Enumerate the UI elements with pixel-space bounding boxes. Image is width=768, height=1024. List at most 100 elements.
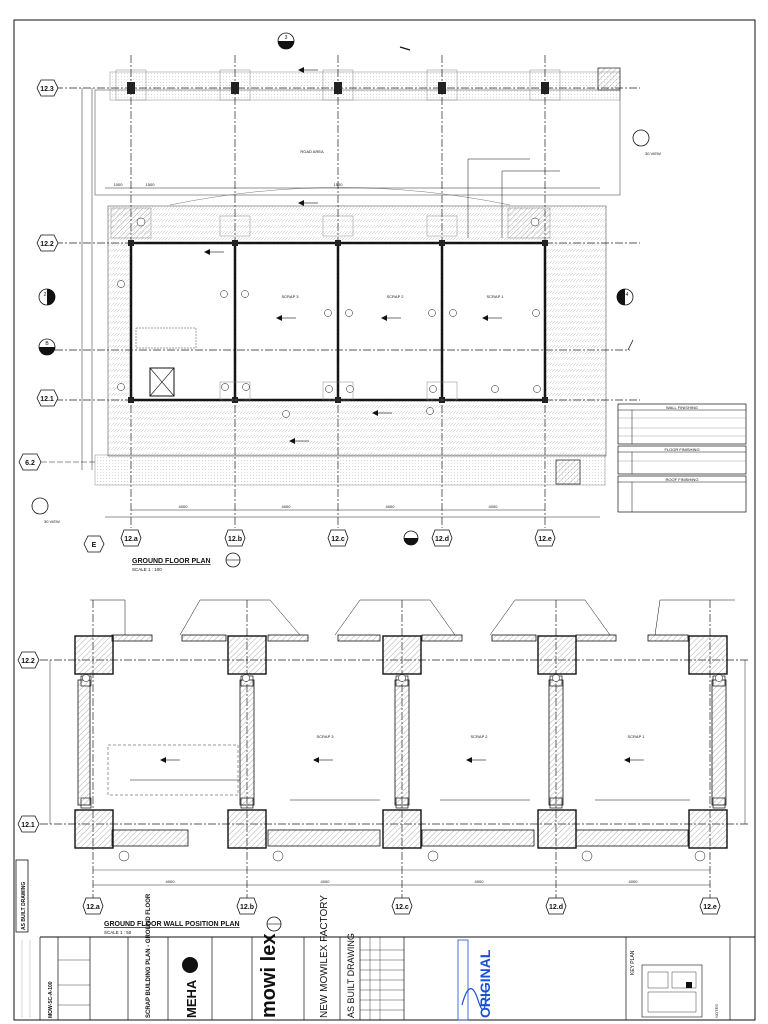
wall-plan-tags [82,674,723,862]
svg-text:30 VIEW: 30 VIEW [645,151,661,156]
wall-bubble-12-b: 12.b [236,897,258,915]
room-label-scrap-2: SCRAP 2 [386,294,404,299]
svg-text:4000: 4000 [321,879,331,884]
grid-bubble-6-2: 6.2 [18,453,42,471]
key-plan-label: KEY PLAN [630,950,636,975]
finishing-schedule: WALL FINISHING FLOOR FINISHING ROOF FINI… [617,403,747,513]
view-marker-top [632,129,650,147]
grid-bubble-12-d: 12.d [431,529,453,547]
key-plan-diagram [641,964,703,1018]
grid-row-bubbles: 12.3 12.2 12.1 6.2 [18,79,59,471]
wall-room-scrap-1: SCRAP 1 [627,734,645,739]
wall-bubble-12-c: 12.c [391,897,413,915]
section-marker-2: 2 [38,288,56,306]
room-label-scrap-3: SCRAP 3 [281,294,299,299]
wall-bubble-12-2: 12.2 [17,651,40,669]
original-stamp: ORIGINAL [457,939,493,1021]
svg-text:12.b: 12.b [228,536,242,543]
wall-position-plan: SCRAP 3 SCRAP 2 SCRAP 1 4000 4000 [17,599,750,935]
wall-plan-walls [77,634,727,847]
section-markers: 3 2 4 B 30 VIEW 30 VIEW [31,32,661,546]
svg-text:12.b: 12.b [240,904,254,911]
svg-text:1500: 1500 [334,182,344,187]
svg-text:3: 3 [285,35,288,41]
drawing-title: SCRAP BUILDING PLAN - GROUND FLOOR [146,893,152,1018]
view-marker-bottom [31,497,49,515]
svg-text:2: 2 [44,292,47,298]
title-block: MOW-SC-A-100 SCRAP BUILDING PLAN - GROUN… [39,893,755,1021]
bottom-paving [94,454,606,486]
road-area [94,89,621,196]
wall-level-arrows [160,757,644,763]
grid-bubble-12-2: 12.2 [36,234,59,252]
svg-text:4000: 4000 [386,504,396,509]
svg-text:12.e: 12.e [538,536,552,543]
equipment-zone-wall [107,744,239,796]
drain-pit-top [597,67,621,91]
wall-bubble-12-1: 12.1 [17,815,40,833]
grid-bubble-12-a: 12.a [120,529,142,547]
svg-text:12.d: 12.d [435,536,449,543]
plan2-title: GROUND FLOOR WALL POSITION PLAN [104,921,240,928]
grid-lines-vertical [130,55,546,528]
grid-bubble-12-3: 12.3 [36,79,59,97]
svg-text:12.2: 12.2 [21,658,35,665]
svg-text:12.d: 12.d [549,904,563,911]
svg-text:1500: 1500 [146,182,156,187]
margin-notes [21,940,31,1018]
wall-bubble-12-d: 12.d [545,897,567,915]
svg-text:4000: 4000 [629,879,639,884]
drawing-status: AS BUILT DRAWING [346,933,356,1018]
section-marker-4: 4 [616,288,634,306]
svg-text:12.a: 12.a [86,904,100,911]
section-marker-3: 3 [277,32,295,50]
door-tags [117,217,541,418]
section-marker-b: B [38,338,56,356]
plan1-scale: SCALE 1 : 100 [132,567,162,572]
consultant-logo-mark: MEHA [182,957,199,1018]
equipment-zone [135,327,197,349]
notes-label: NOTES [714,1004,719,1018]
road-area-label: ROAD AREA [300,149,324,154]
svg-text:MEHA: MEHA [184,979,199,1018]
svg-text:4: 4 [626,292,629,298]
svg-text:WALL FINISHING: WALL FINISHING [666,405,698,410]
signature-mark [461,984,487,1011]
svg-text:12.a: 12.a [124,536,138,543]
svg-text:12.c: 12.c [395,904,409,911]
ground-floor-plan: 12.3 12.2 12.1 6.2 12.a 12.b 12.c 12.d 1… [18,32,747,572]
wall-room-scrap-2: SCRAP 2 [470,734,488,739]
svg-text:4000: 4000 [489,504,499,509]
mowilex-logo: mowi lex [258,934,280,1018]
svg-text:mowi lex: mowi lex [258,934,280,1018]
svg-text:12.1: 12.1 [40,396,54,403]
svg-text:4000: 4000 [179,504,189,509]
wall-plan-leaders [90,599,735,801]
svg-text:ORIGINAL: ORIGINAL [477,949,493,1018]
svg-text:FLOOR FINISHING: FLOOR FINISHING [664,447,699,452]
wall-plan-bubbles: 12.2 12.1 12.a 12.b 12.c 12.d 12.e [17,651,721,915]
svg-text:4000: 4000 [166,879,176,884]
plan2-scale: SCALE 1 : 50 [104,930,132,935]
as-built-side-label: AS BUILT DRAWING [15,859,29,933]
svg-text:AS BUILT DRAWING: AS BUILT DRAWING [21,882,27,930]
svg-text:1000: 1000 [114,182,124,187]
wall-room-scrap-3: SCRAP 3 [316,734,334,739]
grid-bubble-e: E [83,535,105,553]
drawing-number: MOW-SC-A-100 [48,981,54,1018]
grid-bubble-12-c: 12.c [327,529,349,547]
svg-text:6.2: 6.2 [25,460,35,467]
grid-bubble-12-1: 12.1 [36,389,59,407]
svg-text:4000: 4000 [282,504,292,509]
plan1-title: GROUND FLOOR PLAN [132,558,211,565]
wall-bubble-12-a: 12.a [82,897,104,915]
grid-column-bubbles: 12.a 12.b 12.c 12.d 12.e E [83,529,556,553]
svg-text:ROOF FINISHING: ROOF FINISHING [666,477,699,482]
plan1-dimensions: 4000 4000 4000 4000 1000 1500 1500 [81,88,600,518]
grid-bubble-12-b: 12.b [224,529,246,547]
grid-lines-horizontal [55,87,640,401]
wall-plan-columns [74,635,728,849]
svg-text:12.2: 12.2 [40,241,54,248]
road-top-paving [109,71,621,101]
